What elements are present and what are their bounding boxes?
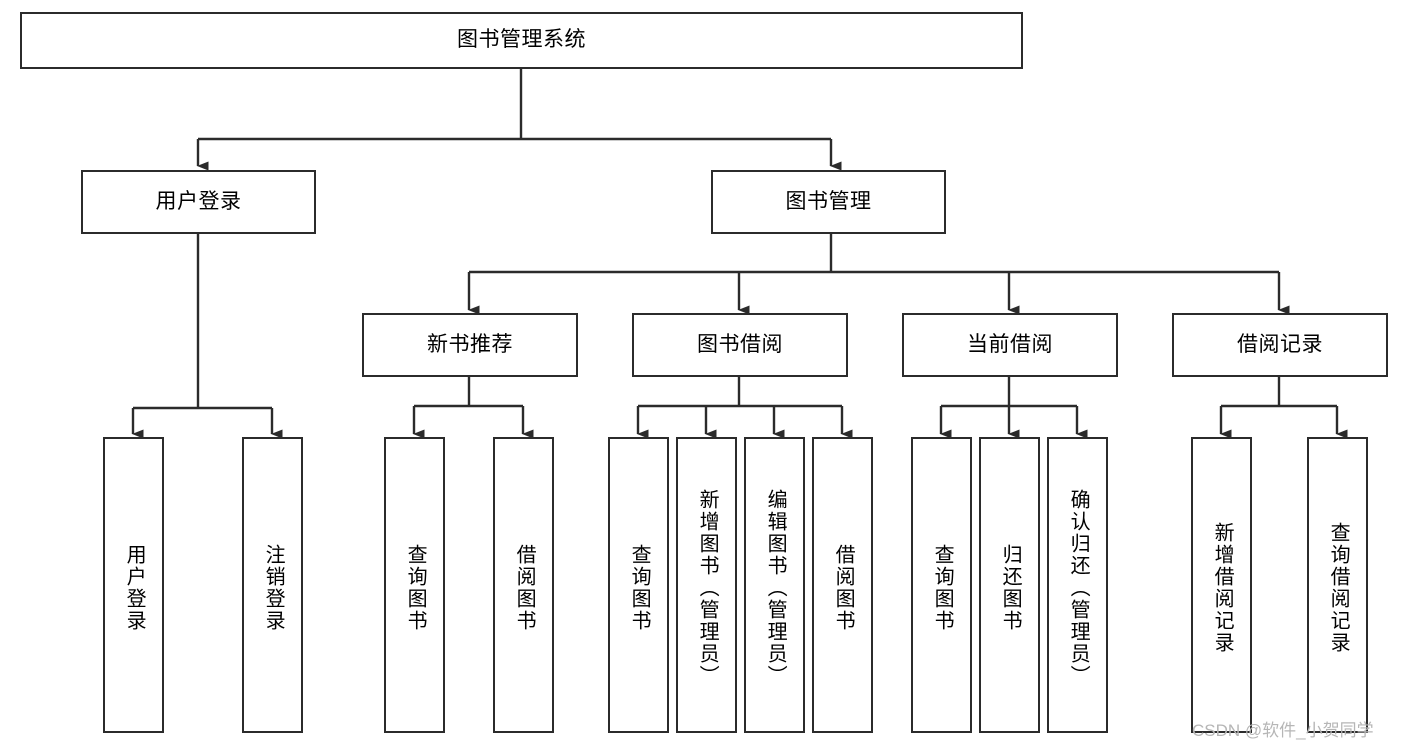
node-book-borrow[interactable]: 图书借阅 bbox=[632, 313, 848, 377]
node-label: 图书管理系统 bbox=[457, 28, 586, 52]
node-label: 新增图书（管理员） bbox=[696, 489, 719, 687]
node-label: 查询借阅记录 bbox=[1327, 522, 1350, 654]
leaf-confirm-return[interactable]: 确认归还（管理员） bbox=[1047, 437, 1108, 733]
node-label: 注销登录 bbox=[262, 544, 285, 632]
node-label: 图书借阅 bbox=[697, 332, 783, 356]
leaf-query-book-recommend[interactable]: 查询图书 bbox=[384, 437, 445, 733]
leaf-logout-login[interactable]: 注销登录 bbox=[242, 437, 303, 733]
node-label: 新书推荐 bbox=[427, 332, 513, 356]
node-borrow-record[interactable]: 借阅记录 bbox=[1172, 313, 1388, 377]
node-label: 用户登录 bbox=[155, 189, 242, 213]
leaf-borrow-book-recommend[interactable]: 借阅图书 bbox=[493, 437, 554, 733]
node-label: 归还图书 bbox=[999, 544, 1022, 632]
leaf-query-book-current[interactable]: 查询图书 bbox=[911, 437, 972, 733]
node-user-login[interactable]: 用户登录 bbox=[81, 170, 316, 234]
node-book-manage[interactable]: 图书管理 bbox=[711, 170, 946, 234]
node-label: 图书管理 bbox=[785, 189, 872, 213]
node-current-borrow[interactable]: 当前借阅 bbox=[902, 313, 1118, 377]
leaf-add-borrow-record[interactable]: 新增借阅记录 bbox=[1191, 437, 1252, 733]
leaf-query-book-borrow[interactable]: 查询图书 bbox=[608, 437, 669, 733]
node-new-book-recommend[interactable]: 新书推荐 bbox=[362, 313, 578, 377]
leaf-borrow-book[interactable]: 借阅图书 bbox=[812, 437, 873, 733]
leaf-edit-book[interactable]: 编辑图书（管理员） bbox=[744, 437, 805, 733]
leaf-add-book[interactable]: 新增图书（管理员） bbox=[676, 437, 737, 733]
leaf-user-login[interactable]: 用户登录 bbox=[103, 437, 164, 733]
node-root-system[interactable]: 图书管理系统 bbox=[20, 12, 1023, 69]
node-label: 借阅记录 bbox=[1237, 332, 1323, 356]
node-label: 借阅图书 bbox=[832, 544, 855, 632]
leaf-query-borrow-record[interactable]: 查询借阅记录 bbox=[1307, 437, 1368, 733]
leaf-return-book[interactable]: 归还图书 bbox=[979, 437, 1040, 733]
node-label: 用户登录 bbox=[123, 544, 146, 632]
node-label: 查询图书 bbox=[628, 544, 651, 632]
node-label: 确认归还（管理员） bbox=[1067, 489, 1090, 687]
node-label: 查询图书 bbox=[931, 544, 954, 632]
node-label: 借阅图书 bbox=[513, 544, 536, 632]
node-label: 当前借阅 bbox=[967, 332, 1053, 356]
node-label: 查询图书 bbox=[404, 544, 427, 632]
node-label: 新增借阅记录 bbox=[1211, 522, 1234, 654]
csdn-watermark: CSDN @软件_小贺同学 bbox=[1192, 721, 1374, 740]
node-label: 编辑图书（管理员） bbox=[764, 489, 787, 687]
